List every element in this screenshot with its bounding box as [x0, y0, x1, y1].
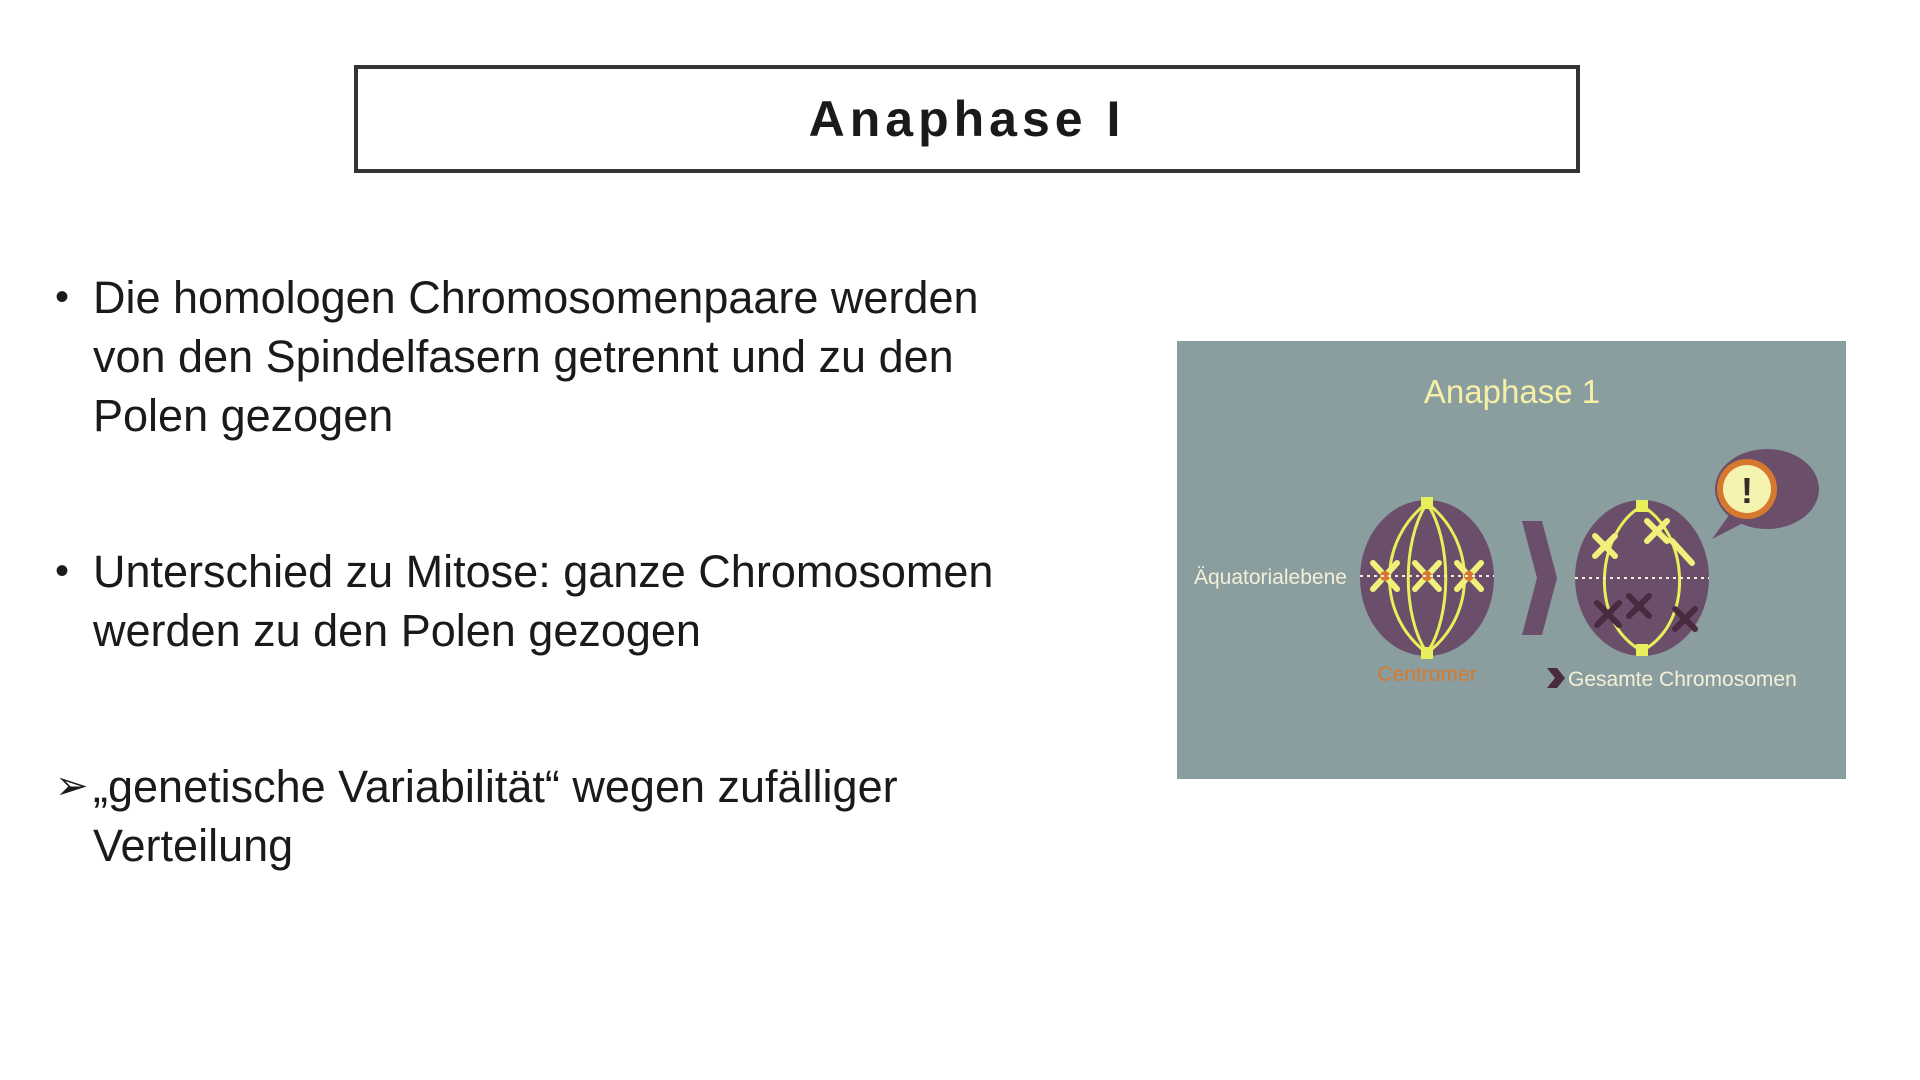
arrow-marker-icon: ➢: [55, 764, 89, 808]
label-equator: Äquatorialebene: [1194, 566, 1347, 589]
centromere-dots: [1380, 571, 1474, 581]
bullet-marker: •: [55, 275, 70, 319]
slide-title-box: Anaphase I: [354, 65, 1580, 173]
label-whole-chromosomes: Gesamte Chromosomen: [1568, 668, 1797, 691]
alert-symbol: !: [1741, 470, 1753, 511]
bullet-line: Unterschied zu Mitose: ganze Chromosomen: [93, 546, 994, 597]
anaphase-diagram: Anaphase 1: [1177, 341, 1846, 779]
illustration-title: Anaphase 1: [1424, 373, 1600, 410]
chevron-right-icon: [1522, 521, 1557, 635]
bullet-line: werden zu den Polen gezogen: [93, 605, 701, 656]
bullet-item: • Die homologen Chromosomenpaare werden …: [55, 268, 1095, 445]
alert-bubble: !: [1712, 449, 1819, 539]
bullet-item: • Unterschied zu Mitose: ganze Chromosom…: [55, 542, 1095, 660]
arrow-item: ➢ „genetische Variabilität“ wegen zufäll…: [55, 757, 1095, 875]
chevron-small-icon: [1547, 668, 1565, 688]
label-centromere: Centromer: [1377, 663, 1476, 686]
pole-bottom-left: [1421, 647, 1433, 659]
chromosomes-right-upper: [1592, 518, 1695, 566]
alert-icon: [1723, 465, 1771, 513]
slide-title: Anaphase I: [808, 91, 1126, 147]
bullet-line: Die homologen Chromosomenpaare werden: [93, 272, 979, 323]
cell-left: [1360, 497, 1494, 659]
bullet-line: von den Spindelfasern getrennt und zu de…: [93, 331, 954, 382]
bullet-line: „genetische Variabilität“ wegen zufällig…: [93, 761, 898, 812]
anaphase-illustration: Anaphase 1: [1177, 341, 1846, 779]
cell-right: [1575, 500, 1709, 656]
illustration-background: [1177, 341, 1846, 779]
bullet-marker: •: [55, 549, 70, 593]
pole-top-left: [1421, 497, 1433, 509]
bullet-list: • Die homologen Chromosomenpaare werden …: [55, 268, 1095, 875]
chromosomes-right-lower: [1594, 593, 1698, 632]
bullet-line: Verteilung: [93, 820, 294, 871]
bullet-line: Polen gezogen: [93, 390, 394, 441]
